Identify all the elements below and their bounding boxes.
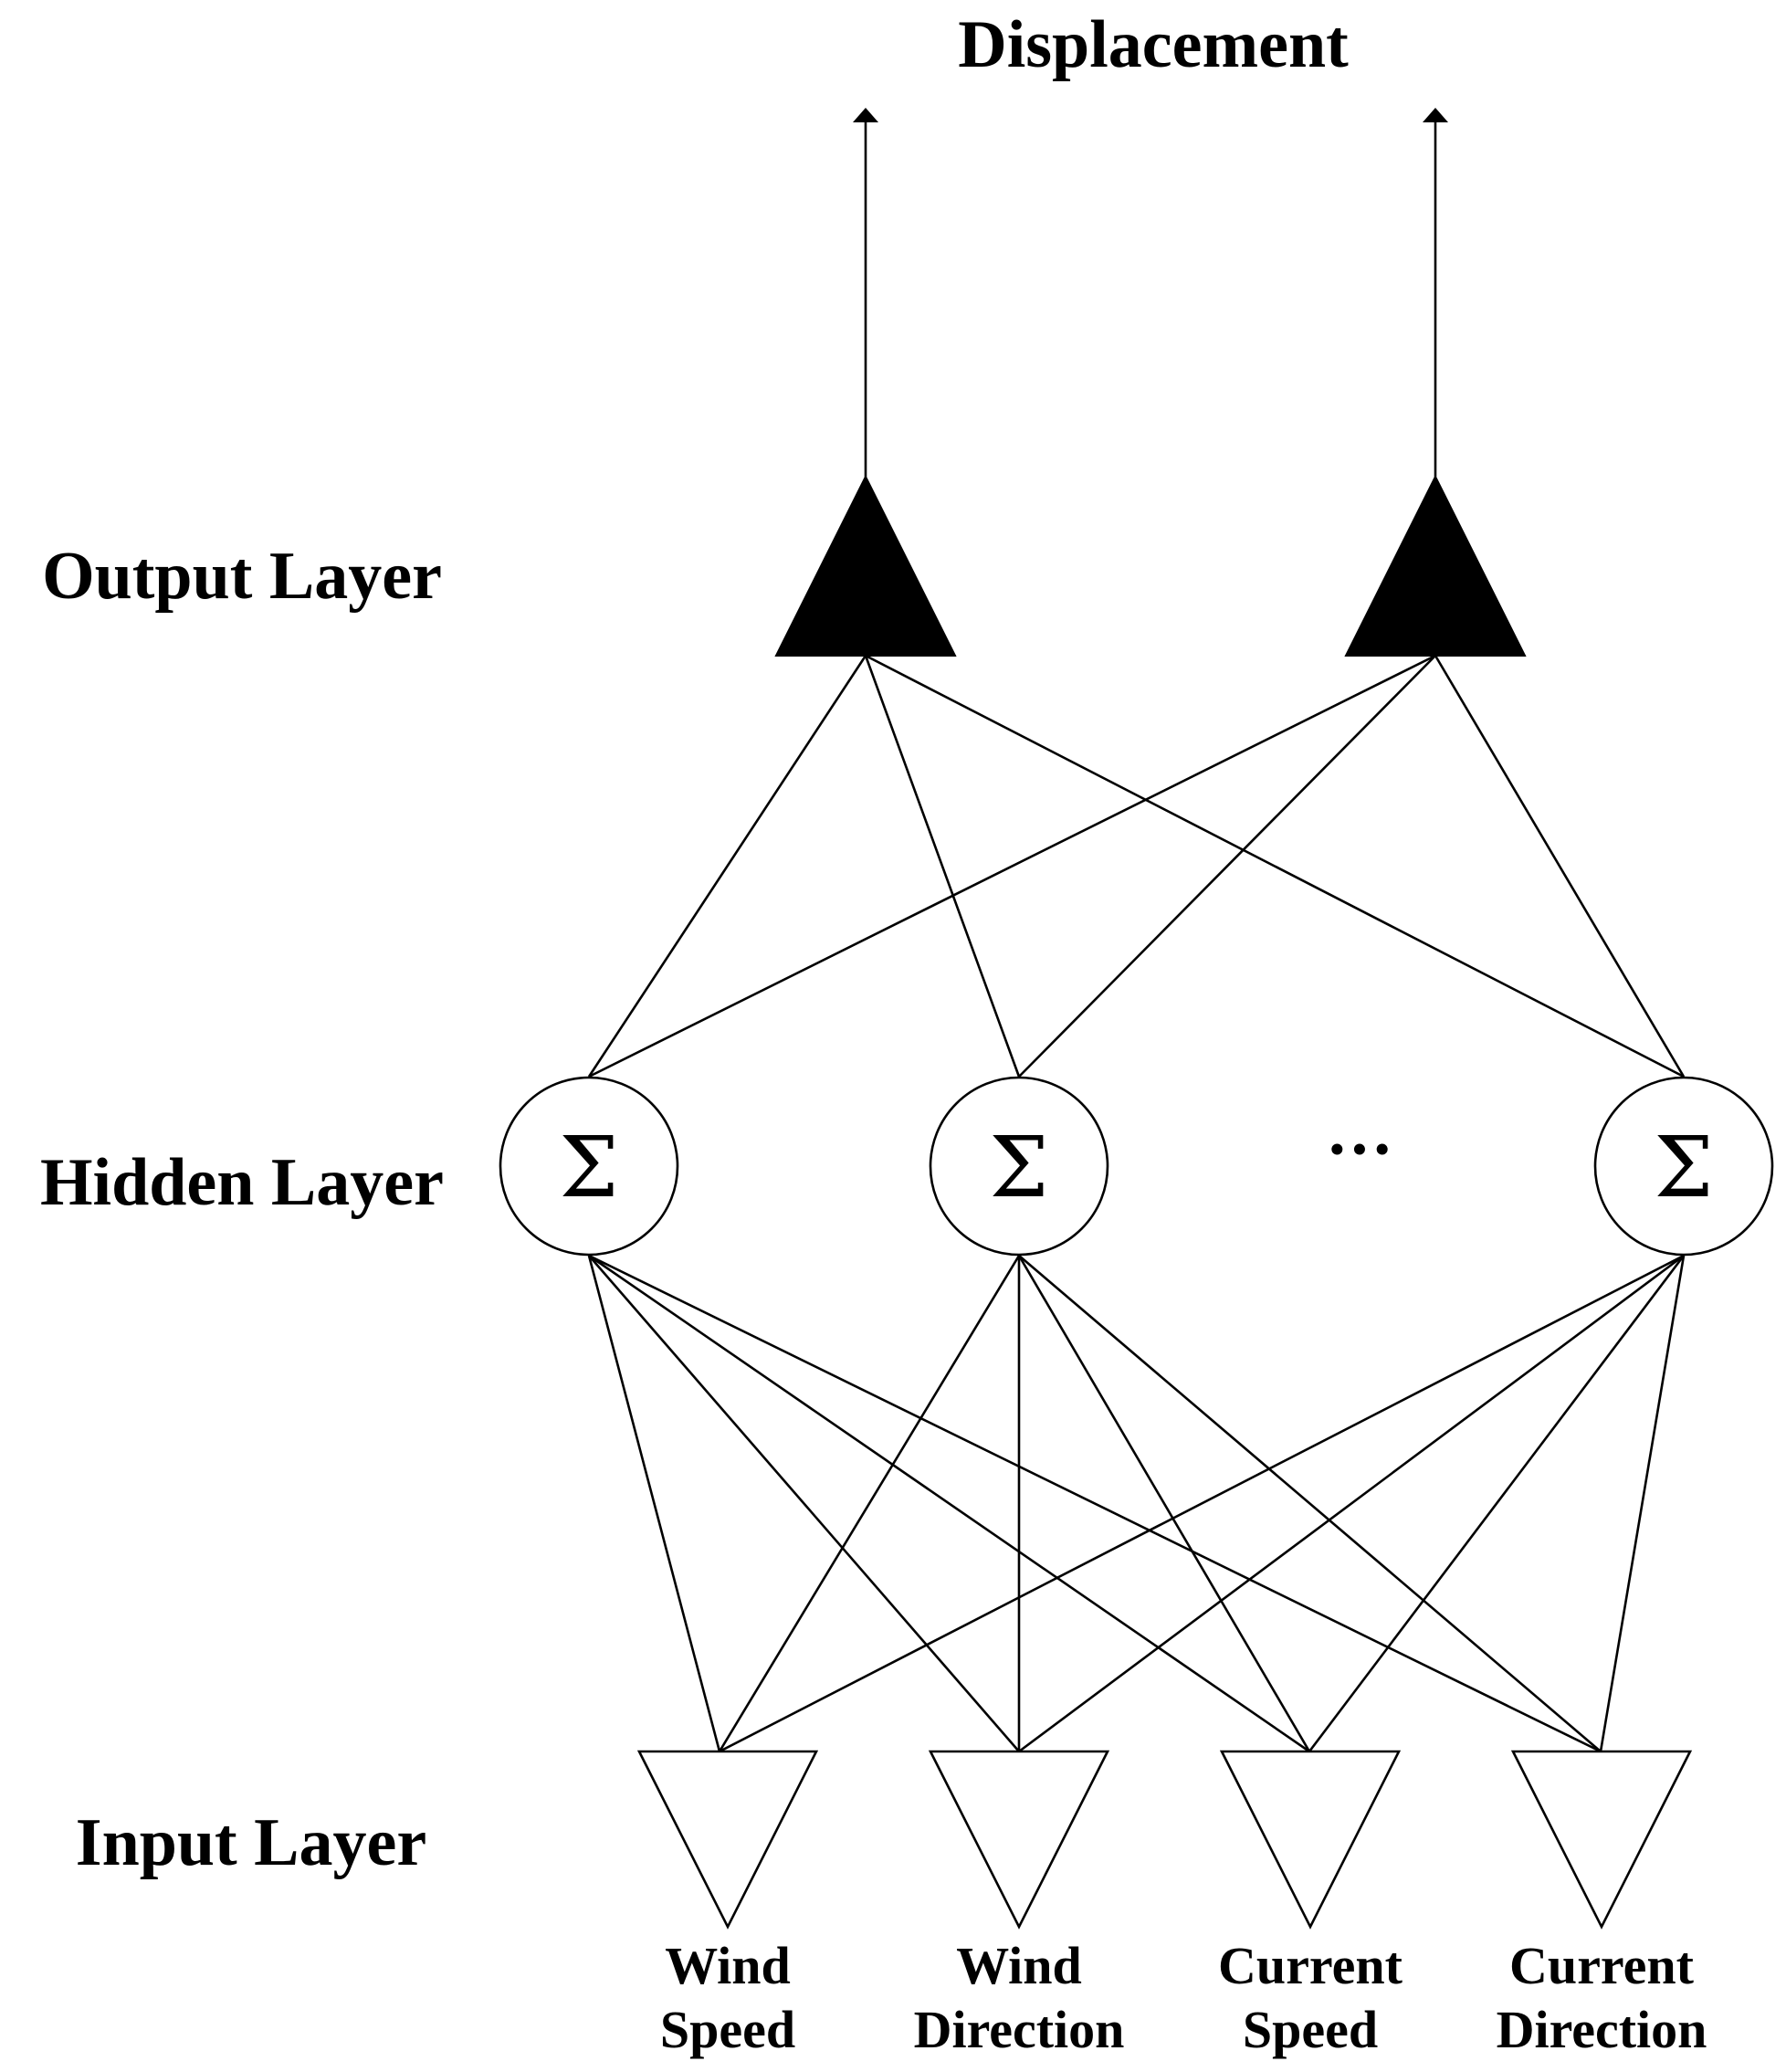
sigma-symbol: Σ xyxy=(1654,1119,1713,1216)
hidden-layer-label: Hidden Layer xyxy=(40,1145,444,1220)
input-labels: Wind Speed Wind Direction Current Speed … xyxy=(660,1936,1707,2059)
input-label-4-line1: Current xyxy=(1509,1936,1695,1995)
edge-h2-i1 xyxy=(718,1255,1021,1752)
edge-h1-i1 xyxy=(587,1255,721,1752)
edge-h3-o2 xyxy=(1434,655,1686,1078)
edge-h2-o1 xyxy=(864,655,1021,1078)
edge-h1-i2 xyxy=(588,1255,1020,1752)
edge-h3-i4 xyxy=(1599,1255,1686,1752)
edge-h3-i3 xyxy=(1308,1255,1686,1752)
output-arrows xyxy=(853,108,1448,477)
edge-h2-o2 xyxy=(1018,655,1436,1078)
hidden-node-2: Σ xyxy=(929,1076,1109,1257)
hidden-ellipsis: ··· xyxy=(1326,1112,1393,1187)
input-label-3-line2: Speed xyxy=(1243,2000,1378,2059)
input-label-2-line2: Direction xyxy=(914,2000,1125,2059)
output-layer-label: Output Layer xyxy=(42,539,442,614)
input-label-2-line1: Wind xyxy=(956,1936,1082,1995)
arrowhead-up-icon xyxy=(853,108,878,122)
edge-h3-i2 xyxy=(1018,1254,1685,1753)
input-label-4-line2: Direction xyxy=(1497,2000,1707,2059)
edge-h1-o2 xyxy=(588,654,1436,1078)
output-node-1 xyxy=(774,474,957,657)
input-node-2 xyxy=(928,1750,1110,1930)
input-node-4 xyxy=(1510,1750,1693,1930)
arrowhead-up-icon xyxy=(1423,108,1448,122)
input-label-1-line2: Speed xyxy=(660,2000,795,2059)
input-layer-label: Input Layer xyxy=(76,1805,426,1880)
edge-h3-o1 xyxy=(865,654,1685,1078)
input-node-1 xyxy=(636,1750,819,1930)
edge-h1-i3 xyxy=(588,1254,1310,1753)
input-nodes xyxy=(636,1750,1693,1930)
output-nodes xyxy=(774,474,1527,657)
hidden-node-3: Σ xyxy=(1593,1076,1774,1257)
edge-h3-i1 xyxy=(719,1254,1685,1753)
hidden-node-1: Σ xyxy=(499,1076,679,1257)
hidden-input-connections xyxy=(587,1254,1686,1753)
input-label-3-line1: Current xyxy=(1218,1936,1403,1995)
output-node-2 xyxy=(1344,474,1527,657)
input-label-1-line1: Wind xyxy=(665,1936,791,1995)
edge-h2-i4 xyxy=(1018,1255,1602,1752)
diagram-title: Displacement xyxy=(958,7,1349,82)
edge-h1-i4 xyxy=(588,1254,1602,1753)
sigma-symbol: Σ xyxy=(559,1119,618,1216)
edge-h2-i3 xyxy=(1017,1255,1311,1752)
sigma-symbol: Σ xyxy=(989,1119,1048,1216)
edge-h1-o1 xyxy=(587,655,867,1078)
input-node-3 xyxy=(1219,1750,1402,1930)
hidden-nodes: Σ Σ Σ ··· xyxy=(499,1076,1774,1257)
hidden-output-connections xyxy=(587,654,1686,1078)
